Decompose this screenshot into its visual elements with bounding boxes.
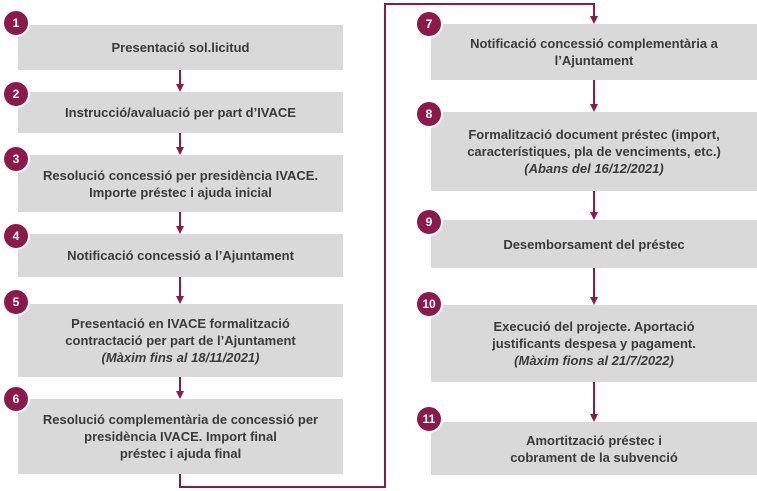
step-3-line-1: Resolució concessió per presidència IVAC… xyxy=(42,167,319,183)
step-3-line-2: Importe préstec i ajuda inicial xyxy=(89,184,272,200)
step-1-box: Presentació sol.licitud xyxy=(18,25,343,70)
step-11-line-1: Amortització préstec i xyxy=(526,432,662,448)
step-6-line-3: préstec i ajuda final xyxy=(119,446,242,461)
arrow-6-7 xyxy=(179,3,598,488)
step-3-badge: 3 xyxy=(4,147,28,171)
step-9-line-1: Desemborsament del préstec xyxy=(503,236,685,252)
step-10-line-2: justificants despesa y pagament. xyxy=(492,336,696,351)
step-6-badge: 6 xyxy=(4,387,28,411)
step-3-box: Resolució concessió per presidència IVAC… xyxy=(18,155,343,212)
step-9-box: Desemborsament del préstec xyxy=(431,220,757,268)
step-8-box: Formalització document préstec (import, … xyxy=(431,112,757,191)
step-8-badge: 8 xyxy=(417,102,441,126)
step-4-line-1: Notificació concessió a l’Ajuntament xyxy=(67,248,294,263)
step-4-box: Notificació concessió a l’Ajuntament xyxy=(18,234,343,277)
step-6-line-2: presidència IVACE. Import final xyxy=(84,429,277,444)
step-11-badge: 11 xyxy=(417,407,441,431)
step-5-line-2: contractació per part de l’Ajuntament xyxy=(65,333,296,348)
step-7-line-2: l’Ajuntament xyxy=(554,53,634,68)
step-1-line-1: Presentació sol.licitud xyxy=(111,40,250,55)
step-7-badge: 7 xyxy=(417,12,441,36)
step-10-deadline-note: (Màxim fions al 21/7/2022) xyxy=(514,353,674,368)
step-2-badge: 2 xyxy=(4,82,28,106)
step-6-line-1: Resolució complementària de concessió pe… xyxy=(42,412,319,427)
step-10-box: Execució del projecte. Aportació justifi… xyxy=(431,305,757,382)
step-7-box: Notificació concessió complementària a l… xyxy=(431,24,757,80)
step-9-badge: 9 xyxy=(417,210,441,234)
step-1-badge: 1 xyxy=(4,11,28,35)
step-6-box: Resolució complementària de concessió pe… xyxy=(18,399,343,474)
step-2-line-1: Instrucció/avaluació per part d’IVACE xyxy=(65,105,296,120)
step-10-badge: 10 xyxy=(417,292,441,316)
step-8-deadline-note: (Abans del 16/12/2021) xyxy=(524,161,664,176)
step-7-line-1: Notificació concessió complementària a xyxy=(470,36,718,51)
step-4-badge: 4 xyxy=(4,224,28,248)
step-10-line-1: Execució del projecte. Aportació xyxy=(493,319,695,334)
step-5-badge: 5 xyxy=(4,290,28,314)
step-11-box: Amortització préstec i cobrament de la s… xyxy=(431,422,757,475)
step-8-line-2: característiques, pla de venciments, etc… xyxy=(467,144,721,159)
step-5-line-1: Presentació en IVACE formalització xyxy=(71,316,290,331)
step-2-box: Instrucció/avaluació per part d’IVACE xyxy=(18,92,343,133)
step-5-box: Presentació en IVACE formalització contr… xyxy=(18,304,343,377)
step-5-deadline-note: (Màxim fins al 18/11/2021) xyxy=(101,350,260,365)
step-11-line-2: cobrament de la subvenció xyxy=(510,449,678,465)
step-8-line-1: Formalització document préstec (import, xyxy=(468,127,720,142)
